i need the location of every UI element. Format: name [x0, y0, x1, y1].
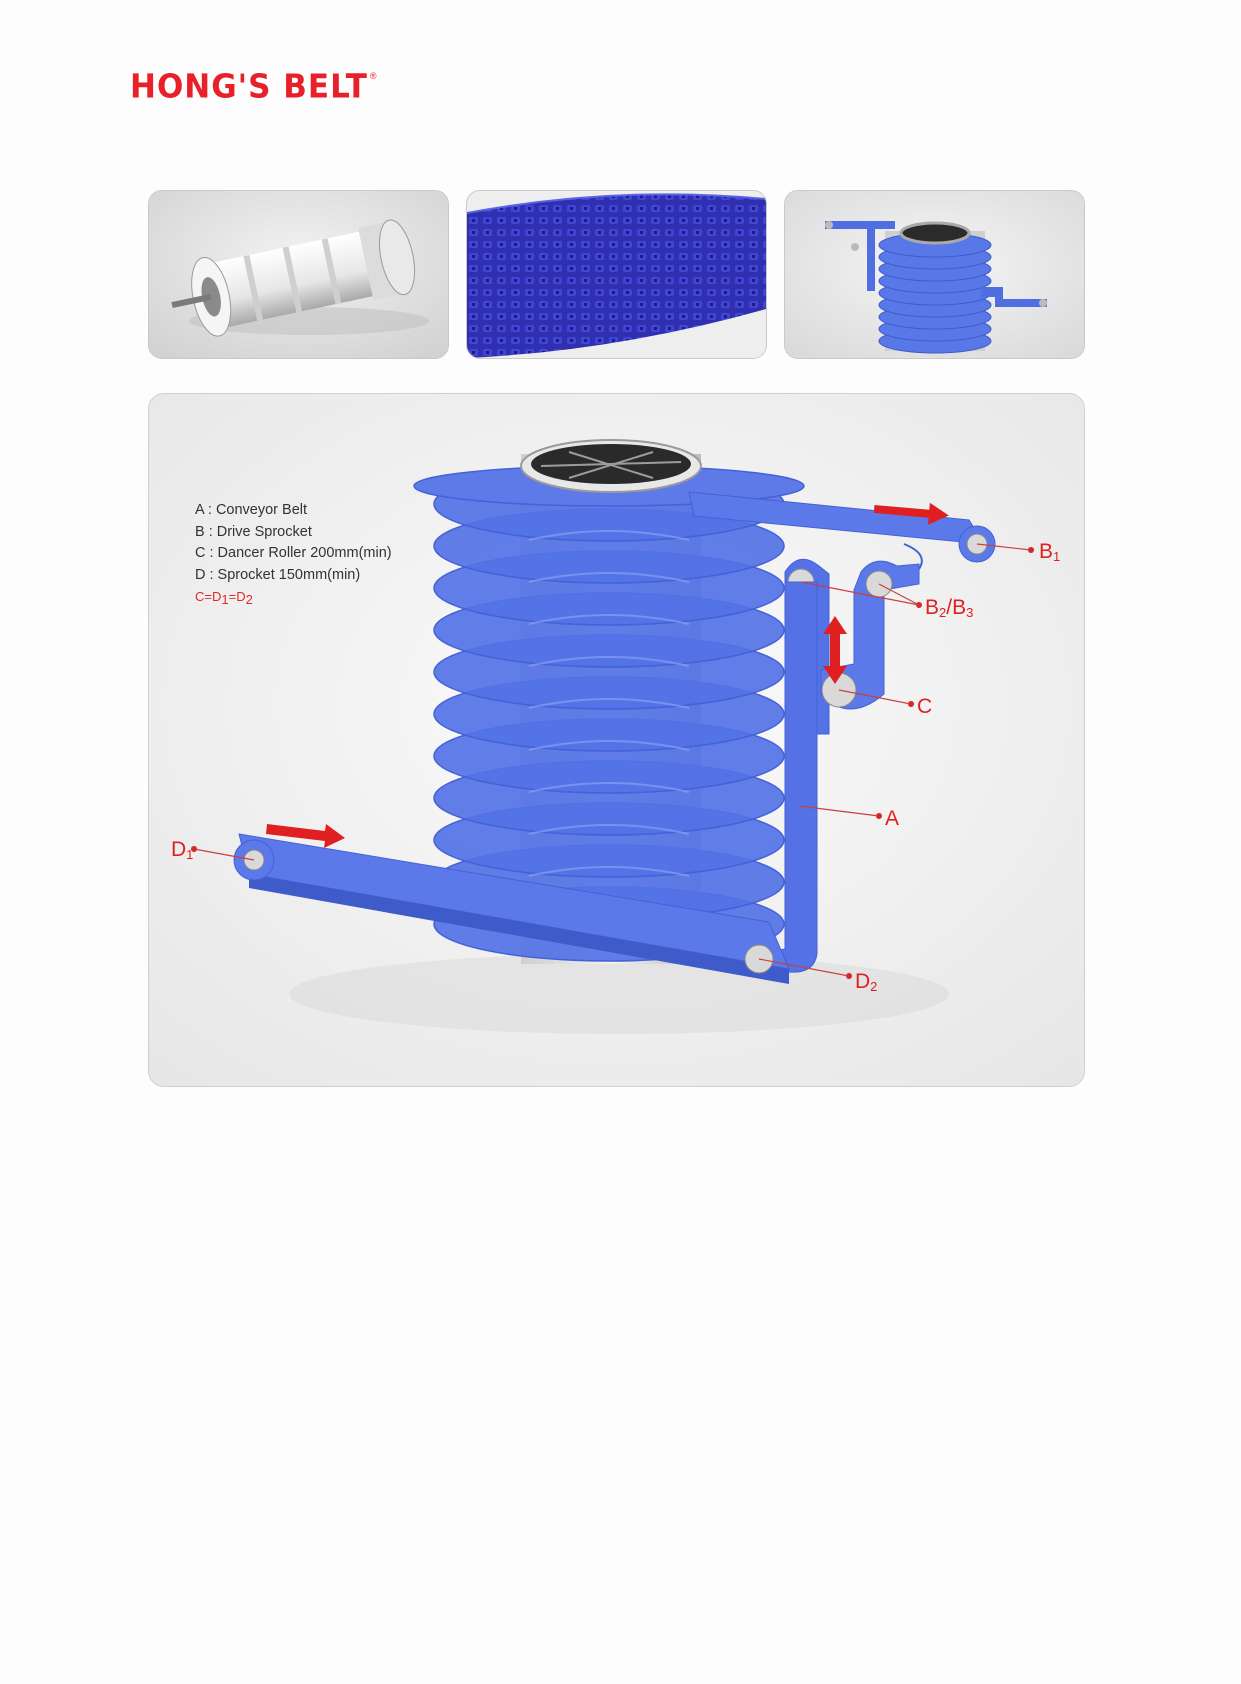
brand-logo: HONG'S BELT ® — [130, 68, 377, 106]
legend-drive-sprocket: B : Drive Sprocket — [195, 523, 312, 540]
label-d2: D2 — [855, 970, 878, 995]
label-b1: B1 — [1039, 540, 1061, 565]
brand-name: HONG'S BELT — [130, 68, 368, 106]
label-d1: D1 — [171, 838, 194, 863]
spiral-conveyor-diagram: A : Conveyor Belt B : Drive Sprocket C :… — [148, 393, 1085, 1087]
legend-dancer-roller: C : Dancer Roller 200mm(min) — [195, 545, 392, 561]
label-c: C — [917, 695, 933, 718]
registered-mark: ® — [369, 71, 377, 81]
label-a: A — [885, 807, 900, 830]
thumbnail-drive-sprocket — [148, 190, 449, 359]
thumbnail-modular-belt — [466, 190, 767, 359]
thumbnail-spiral-conveyor — [784, 190, 1085, 359]
label-b2-b3: B2/B3 — [925, 596, 974, 621]
legend-equation: C=D1=D2 — [195, 589, 253, 607]
legend-conveyor-belt: A : Conveyor Belt — [195, 502, 308, 518]
diagram-legend: A : Conveyor Belt B : Drive Sprocket C :… — [195, 500, 392, 611]
legend-sprocket: D : Sprocket 150mm(min) — [195, 566, 361, 583]
